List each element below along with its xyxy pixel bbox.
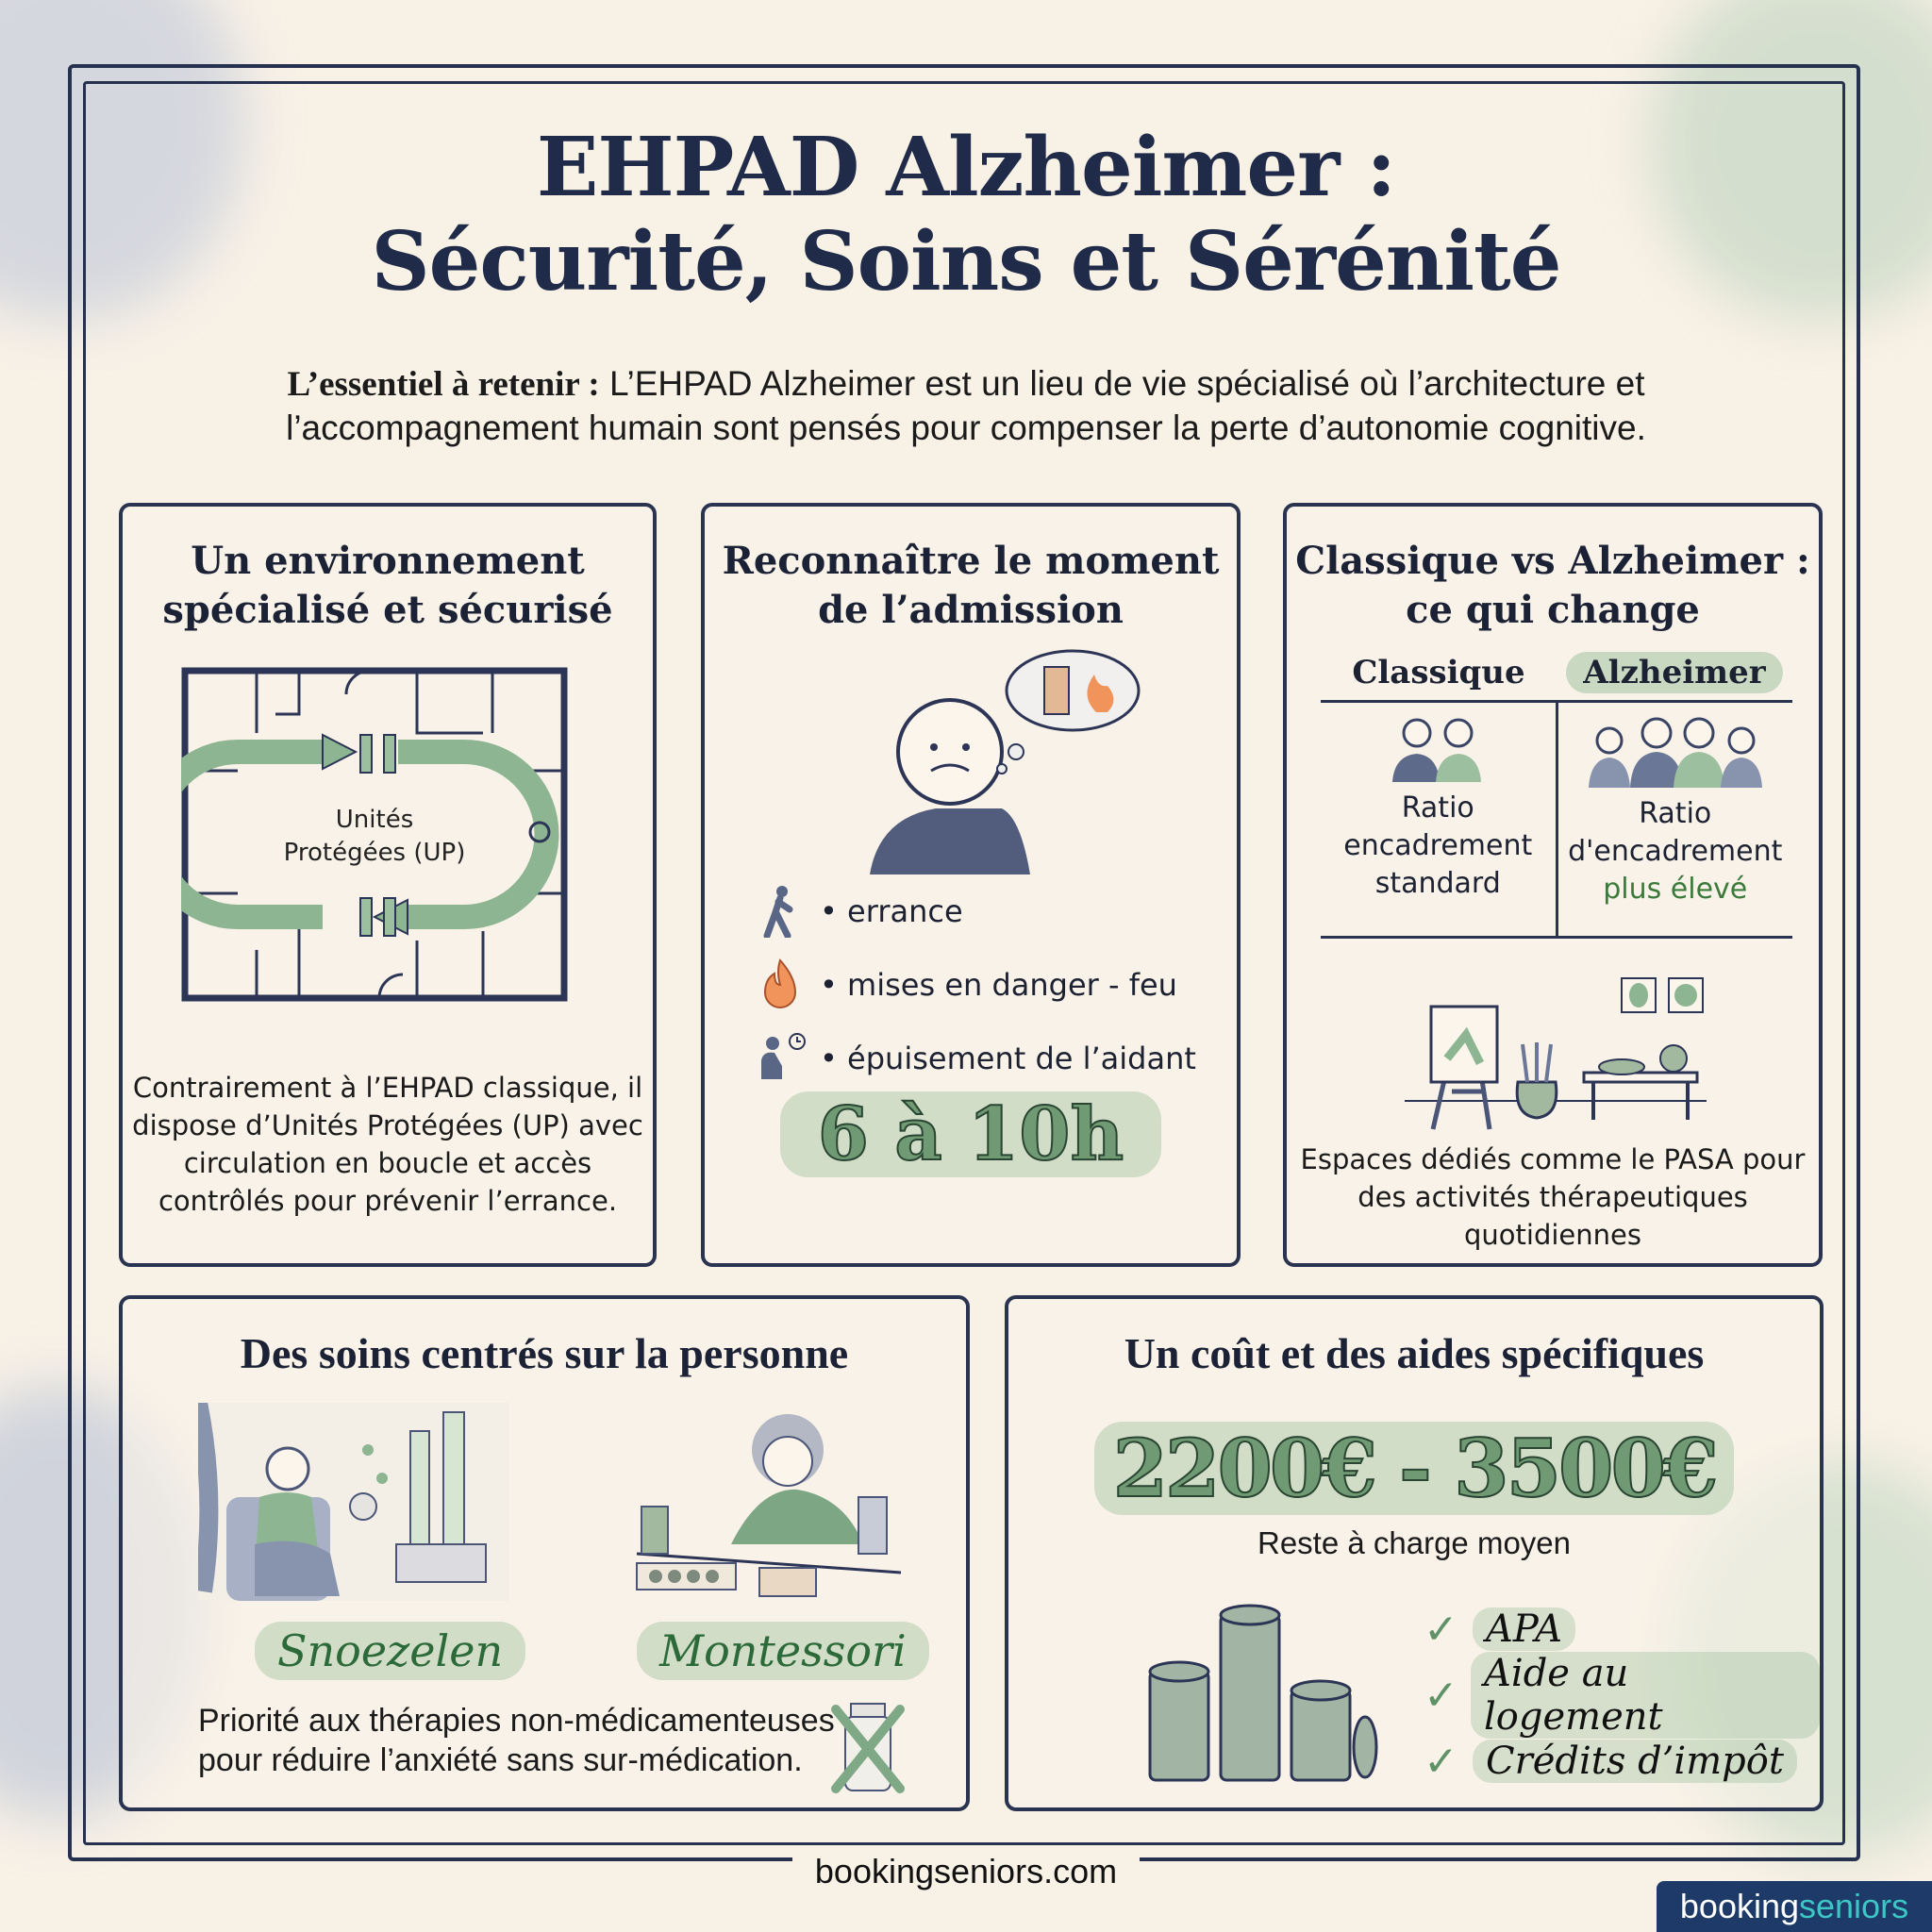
intro-text: L’EHPAD Alzheimer est un lieu de vie spé…: [286, 364, 1646, 447]
aids-list: ✓ APA ✓ Aide au logement ✓ Crédits d’impôt: [1424, 1596, 1820, 1794]
svg-text:Unités: Unités: [336, 806, 413, 834]
intro-label: L’essentiel à retenir :: [287, 365, 600, 404]
aid-label: APA: [1473, 1607, 1576, 1651]
classic-column: Ratio encadrement standard: [1321, 703, 1556, 936]
card-title: Un coût et des aides spécifiques: [1124, 1329, 1705, 1377]
card-title: Reconnaître le moment de l’admission: [705, 537, 1237, 635]
aid-label: Crédits d’impôt: [1473, 1740, 1797, 1783]
brand-text-part1: booking: [1679, 1887, 1800, 1925]
card-body: Espaces dédiés comme le PASA pour des ac…: [1300, 1143, 1806, 1251]
aid-label: Aide au logement: [1471, 1652, 1820, 1739]
intro-summary: L’essentiel à retenir : L’EHPAD Alzheime…: [151, 362, 1781, 450]
alzheimer-text: d'encadrement: [1568, 835, 1783, 868]
snoezelen-illustration-icon: [198, 1403, 509, 1601]
two-staff-icon: [1392, 718, 1482, 782]
no-medication-icon: [831, 1703, 905, 1793]
fire-icon: [752, 957, 808, 1013]
therapy-label-snoezelen: Snoezelen: [255, 1622, 526, 1680]
card-title-line: spécialisé et sécurisé: [162, 588, 613, 632]
card-title: Des soins centrés sur la personne: [240, 1329, 849, 1377]
exhausted-caregiver-icon: [752, 1030, 808, 1087]
walking-person-icon: [752, 883, 808, 940]
symptom-list: • errance • mises en danger - feu • épui…: [752, 874, 1205, 1095]
svg-text:Protégées (UP): Protégées (UP): [284, 839, 466, 867]
card-admission: Reconnaître le moment de l’admission • e…: [701, 503, 1241, 1267]
comparison-table: Classique Alzheimer Ratio encadrement st…: [1321, 646, 1792, 939]
card-title-line: de l’admission: [818, 588, 1124, 632]
price-value: 2200€ - 3500€: [1093, 1421, 1735, 1516]
symptom-label: • épuisement de l’aidant: [820, 1041, 1196, 1076]
card-title-line: Classique vs Alzheimer :: [1295, 539, 1810, 583]
check-icon: ✓: [1424, 1671, 1458, 1720]
title-line-2: Sécurité, Soins et Sérénité: [371, 214, 1562, 309]
check-icon: ✓: [1424, 1605, 1458, 1654]
card-title-line: Un environnement: [191, 539, 585, 583]
aid-item: ✓ Crédits d’impôt: [1424, 1728, 1820, 1794]
card-title: Classique vs Alzheimer : ce qui change: [1287, 537, 1819, 635]
floor-plan-icon: Unités Protégées (UP): [181, 667, 568, 1002]
card-body-line: Priorité aux thérapies non-médicamenteus…: [198, 1703, 835, 1739]
page-title: EHPAD Alzheimer : Sécurité, Soins et Sér…: [0, 121, 1932, 309]
hours-highlight: 6 à 10h: [705, 1091, 1237, 1178]
card-body-line: pour réduire l’anxiété sans sur-médicati…: [198, 1742, 803, 1778]
symptom-item: • épuisement de l’aidant: [752, 1022, 1205, 1095]
column-header-classic: Classique: [1352, 654, 1525, 691]
column-header-alzheimer: Alzheimer: [1557, 646, 1792, 700]
symptom-item: • mises en danger - feu: [752, 948, 1205, 1022]
check-icon: ✓: [1424, 1737, 1458, 1786]
aid-item: ✓ APA: [1424, 1596, 1820, 1662]
footer-url[interactable]: bookingseniors.com: [0, 1852, 1932, 1891]
classic-text: encadrement: [1343, 829, 1533, 862]
card-environment: Un environnement spécialisé et sécurisé …: [119, 503, 657, 1267]
symptom-item: • errance: [752, 874, 1205, 948]
alzheimer-column: Ratio d'encadrement plus élevé: [1555, 703, 1793, 936]
alzheimer-highlight-text: plus élevé: [1603, 873, 1748, 906]
website-link[interactable]: bookingseniors.com: [791, 1852, 1141, 1890]
classic-text: standard: [1374, 867, 1501, 900]
classic-text: Ratio: [1401, 791, 1474, 824]
price-caption: Reste à charge moyen: [1257, 1525, 1571, 1560]
symptom-label: • errance: [820, 893, 963, 929]
team-staff-icon: [1588, 717, 1762, 788]
card-person-centered-care: Des soins centrés sur la personne Snoeze…: [119, 1295, 970, 1811]
decorative-frame-inner: [83, 81, 1845, 1845]
card-title: Un environnement spécialisé et sécurisé: [123, 537, 653, 635]
alzheimer-text: Ratio: [1639, 797, 1712, 830]
montessori-illustration-icon: [636, 1414, 902, 1597]
brand-text-part2: seniors: [1799, 1887, 1909, 1925]
aid-item: ✓ Aide au logement: [1424, 1652, 1820, 1739]
card-title-line: Reconnaître le moment: [722, 539, 1220, 583]
title-line-1: EHPAD Alzheimer :: [536, 120, 1396, 215]
price-range: 2200€ - 3500€: [1008, 1421, 1820, 1516]
card-body: Priorité aux thérapies non-médicamenteus…: [198, 1701, 835, 1780]
art-therapy-room-icon: [1405, 977, 1707, 1130]
therapy-label-montessori: Montessori: [637, 1622, 929, 1680]
card-body: Contrairement à l’EHPAD classique, il di…: [132, 1072, 643, 1217]
card-cost-aids: Un coût et des aides spécifiques 2200€ -…: [1005, 1295, 1824, 1811]
symptom-label: • mises en danger - feu: [820, 967, 1177, 1003]
coin-stacks-icon: [1148, 1604, 1378, 1782]
card-title-line: ce qui change: [1406, 588, 1700, 632]
worried-elder-icon: [870, 649, 1141, 874]
card-comparison: Classique vs Alzheimer : ce qui change C…: [1283, 503, 1823, 1267]
hours-value: 6 à 10h: [779, 1091, 1162, 1178]
